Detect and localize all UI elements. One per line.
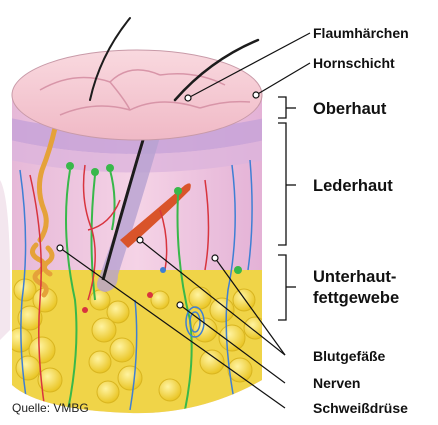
source-credit: Quelle: VMBG — [12, 401, 89, 415]
label-blutgefaesse: Blutgefäße — [313, 348, 386, 364]
lamellar-corpuscle — [185, 306, 205, 338]
blood-vessels-red — [29, 164, 210, 411]
skin-surface — [11, 49, 263, 141]
nerve-endings — [66, 162, 242, 274]
label-lederhaut: Lederhaut — [313, 177, 393, 195]
leader-dots — [56, 91, 260, 309]
label-schweissdruese: Schweißdrüse — [313, 400, 408, 416]
label-hornschicht: Hornschicht — [313, 55, 395, 71]
erector-muscle — [120, 183, 191, 248]
label-unterhaut-line2: fettgewebe — [313, 289, 399, 307]
layer-brackets — [278, 96, 296, 321]
vessel-dots — [82, 267, 166, 313]
vellus-hairs — [89, 17, 260, 102]
label-flaumhaerchen: Flaumhärchen — [313, 25, 409, 41]
hair-follicle — [96, 125, 162, 292]
skin-cylinder — [12, 95, 262, 414]
label-unterhaut-line1: Unterhaut- — [313, 268, 396, 286]
fat-cells — [12, 278, 262, 404]
leader-lines — [59, 32, 311, 409]
label-oberhaut: Oberhaut — [313, 100, 387, 118]
background-shadow — [0, 180, 11, 340]
sweat-gland-drawing — [30, 125, 58, 298]
label-nerven: Nerven — [313, 375, 360, 391]
